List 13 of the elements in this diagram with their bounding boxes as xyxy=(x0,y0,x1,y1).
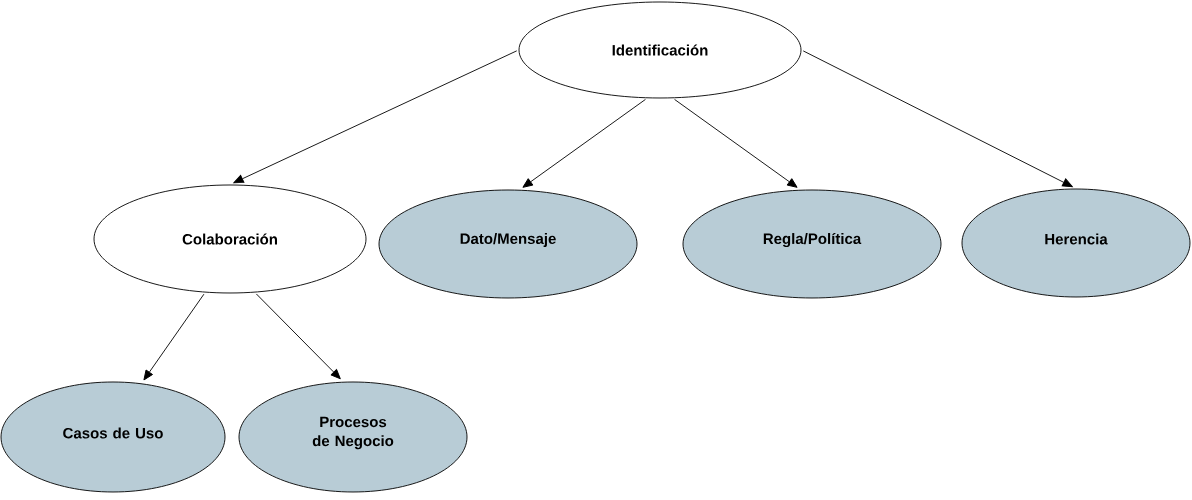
arrow xyxy=(674,98,798,188)
ellipse-node: Regla/Política xyxy=(682,189,942,299)
arrow xyxy=(233,50,518,184)
arrow xyxy=(143,293,205,381)
ellipse-node: Herencia xyxy=(961,188,1191,298)
arrow xyxy=(522,98,646,188)
ellipse-node: Dato/Mensaje xyxy=(378,189,638,299)
ellipse-node: Procesos de Negocio xyxy=(238,381,468,493)
arrow xyxy=(255,293,341,380)
arrow xyxy=(802,50,1073,188)
ellipse-node: Casos de Uso xyxy=(0,381,226,493)
ellipse-node: Identificación xyxy=(518,1,802,99)
ellipse-node: Colaboración xyxy=(93,184,367,294)
